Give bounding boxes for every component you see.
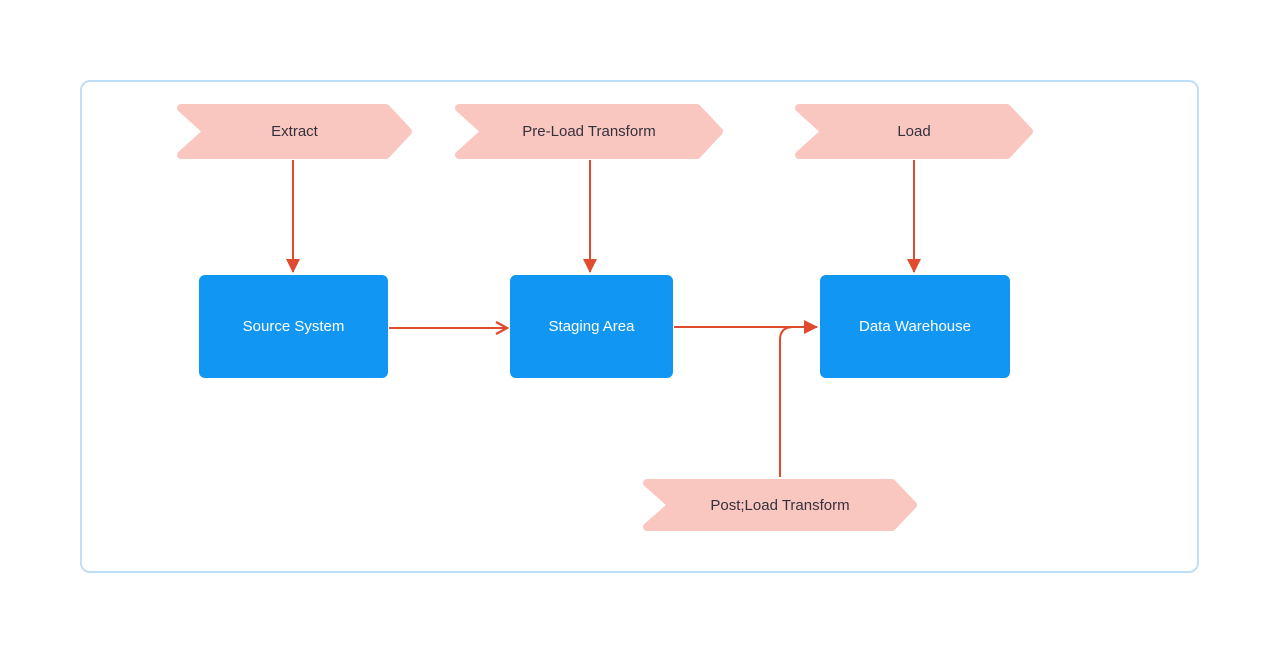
node-label: Post;Load Transform (710, 496, 850, 514)
node-label: Load (897, 123, 931, 140)
node-staging-area-box[interactable]: Staging Area (510, 275, 673, 378)
node-postload-transform-chevron[interactable]: Post;Load Transform (643, 479, 917, 531)
node-preload-transform-chevron[interactable]: Pre-Load Transform (455, 104, 723, 159)
node-extract-chevron[interactable]: Extract (177, 104, 412, 159)
node-label: Staging Area (548, 318, 635, 335)
node-label: Source System (242, 318, 345, 335)
node-label: Extract (271, 123, 318, 140)
node-label: Pre-Load Transform (522, 123, 656, 140)
chevron-shape (643, 479, 917, 531)
node-load-chevron[interactable]: Load (795, 104, 1033, 159)
chevron-shape (455, 104, 723, 159)
edge-postload-to-warehouse[interactable] (779, 326, 806, 477)
chevron-shape (795, 104, 1033, 159)
node-data-warehouse-box[interactable]: Data Warehouse (820, 275, 1010, 378)
node-label: Data Warehouse (858, 318, 971, 335)
node-source-system-box[interactable]: Source System (199, 275, 388, 378)
chevron-shape (177, 104, 412, 159)
